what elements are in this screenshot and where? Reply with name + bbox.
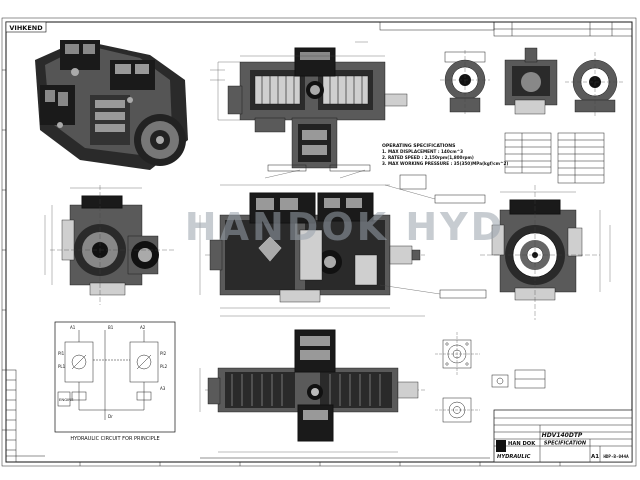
label-pl2: PL2 bbox=[160, 364, 168, 369]
specs-line-2: 2. RATED SPEED : 2,150rpm(1,800rpm) bbox=[382, 155, 474, 160]
company-name-line2: HYDRAULIC bbox=[497, 454, 531, 460]
label-a1: A1 bbox=[70, 325, 76, 330]
label-pl1: PL1 bbox=[58, 364, 66, 369]
flange-detail-1 bbox=[435, 332, 480, 376]
label-pi2: PI2 bbox=[160, 351, 167, 356]
circuit-caption: HYDRAULIC CIRCUIT FOR PRINCIPLE bbox=[70, 436, 159, 442]
label-b1: B1 bbox=[108, 325, 114, 330]
specs-title: OPERATING SPECIFICATIONS bbox=[382, 143, 455, 149]
model-number: HDV140DTP bbox=[542, 432, 583, 439]
pump-isometric-view bbox=[35, 40, 188, 170]
label-a3: A3 bbox=[160, 386, 166, 391]
document-type: SPECIFICATION bbox=[544, 441, 587, 447]
logo-box: VIHKEND bbox=[5, 21, 47, 33]
sheet-size: A1 bbox=[591, 454, 599, 460]
side-view-small bbox=[504, 47, 558, 115]
flange-view-b bbox=[565, 52, 625, 118]
drawing-number: HDP-B-044A bbox=[603, 454, 629, 459]
bottom-notes-strip bbox=[6, 455, 490, 459]
pump-bottom-view bbox=[199, 329, 425, 453]
pump-left-end-view bbox=[44, 185, 175, 305]
company-name-line1: HAN DOK bbox=[508, 441, 536, 447]
flange-view-a bbox=[440, 50, 490, 115]
revision-table bbox=[379, 21, 633, 37]
pump-right-end-view bbox=[480, 185, 611, 320]
label-a2: A2 bbox=[140, 325, 146, 330]
label-dr: Dr bbox=[108, 414, 113, 419]
port-detail-small bbox=[491, 369, 546, 389]
spec-table-1 bbox=[504, 132, 552, 174]
watermark: HANDOK HYD bbox=[185, 205, 505, 249]
spec-table-2 bbox=[557, 132, 605, 184]
drawing-border bbox=[1, 17, 637, 467]
specs-line-1: 1. MAX DISPLACEMENT : 140cm^3 bbox=[382, 149, 463, 154]
pump-top-view bbox=[210, 41, 408, 169]
flange-detail-2 bbox=[435, 397, 480, 423]
hydraulic-circuit: A1 A2 B1 PI1 PI2 PL1 PL2 ENGINE A3 Dr HY… bbox=[54, 321, 176, 442]
specs-line-3: 3. MAX WORKING PRESSURE : 35(350)MPa(kgf… bbox=[382, 161, 508, 166]
operating-specifications: OPERATING SPECIFICATIONS 1. MAX DISPLACE… bbox=[382, 143, 508, 166]
pump-front-view-main bbox=[199, 164, 487, 317]
label-pi1: PI1 bbox=[58, 351, 65, 356]
title-block: HAN DOK HYDRAULIC HDV140DTP SPECIFICATIO… bbox=[493, 409, 633, 463]
logo-text: VIHKEND bbox=[9, 24, 43, 32]
label-engine: ENGINE bbox=[59, 397, 74, 402]
company-logo: HAN DOK HYDRAULIC bbox=[496, 440, 536, 460]
